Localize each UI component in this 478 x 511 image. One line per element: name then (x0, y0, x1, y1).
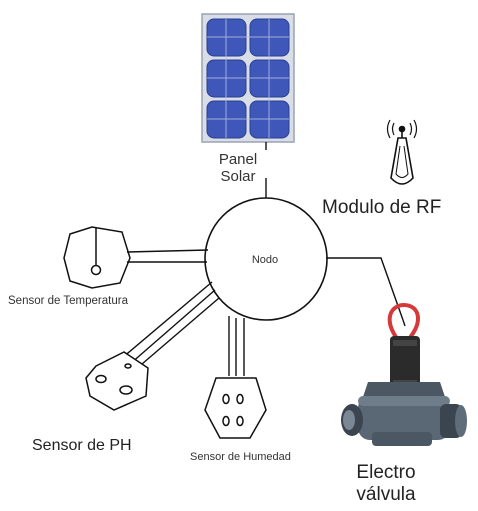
electro-valve-label-line2: válvula (356, 484, 416, 506)
humidity-sensor-label: Sensor de Humedad (190, 451, 291, 463)
electro-valve-label: Electro válvula (340, 462, 432, 507)
valve-wire-loop (387, 302, 420, 342)
humidity-sensor-icon (204, 377, 267, 439)
valve-bonnet (362, 382, 446, 400)
solar-panel-label: Panel Solar (198, 151, 278, 185)
ph-sensor-cable (121, 281, 220, 371)
antenna-icon (386, 119, 418, 185)
valve-connector-end (402, 319, 406, 327)
solenoid-valve-icon (341, 302, 467, 446)
temperature-sensor-label: Sensor de Temperatura (8, 295, 128, 307)
solar-panel-label-line2: Solar (220, 167, 256, 185)
solar-panel-icon (201, 13, 295, 143)
rf-module-label: Modulo de RF (322, 197, 442, 218)
ph-sensor-icon (85, 351, 149, 411)
node-label: Nodo (251, 254, 279, 266)
ph-sensor-label: Sensor de PH (32, 437, 132, 454)
valve-connector (326, 257, 404, 321)
temperature-sensor-icon (63, 226, 131, 289)
electro-valve-label-line1: Electro (356, 462, 416, 483)
valve-coil (390, 336, 420, 392)
solar-panel-label-line1: Panel (218, 151, 258, 168)
temperature-sensor-cable (126, 249, 209, 263)
humidity-sensor-cable (228, 316, 245, 376)
node-circle (204, 197, 328, 321)
solar-panel-gridlines (207, 19, 289, 138)
valve-body (358, 396, 450, 440)
